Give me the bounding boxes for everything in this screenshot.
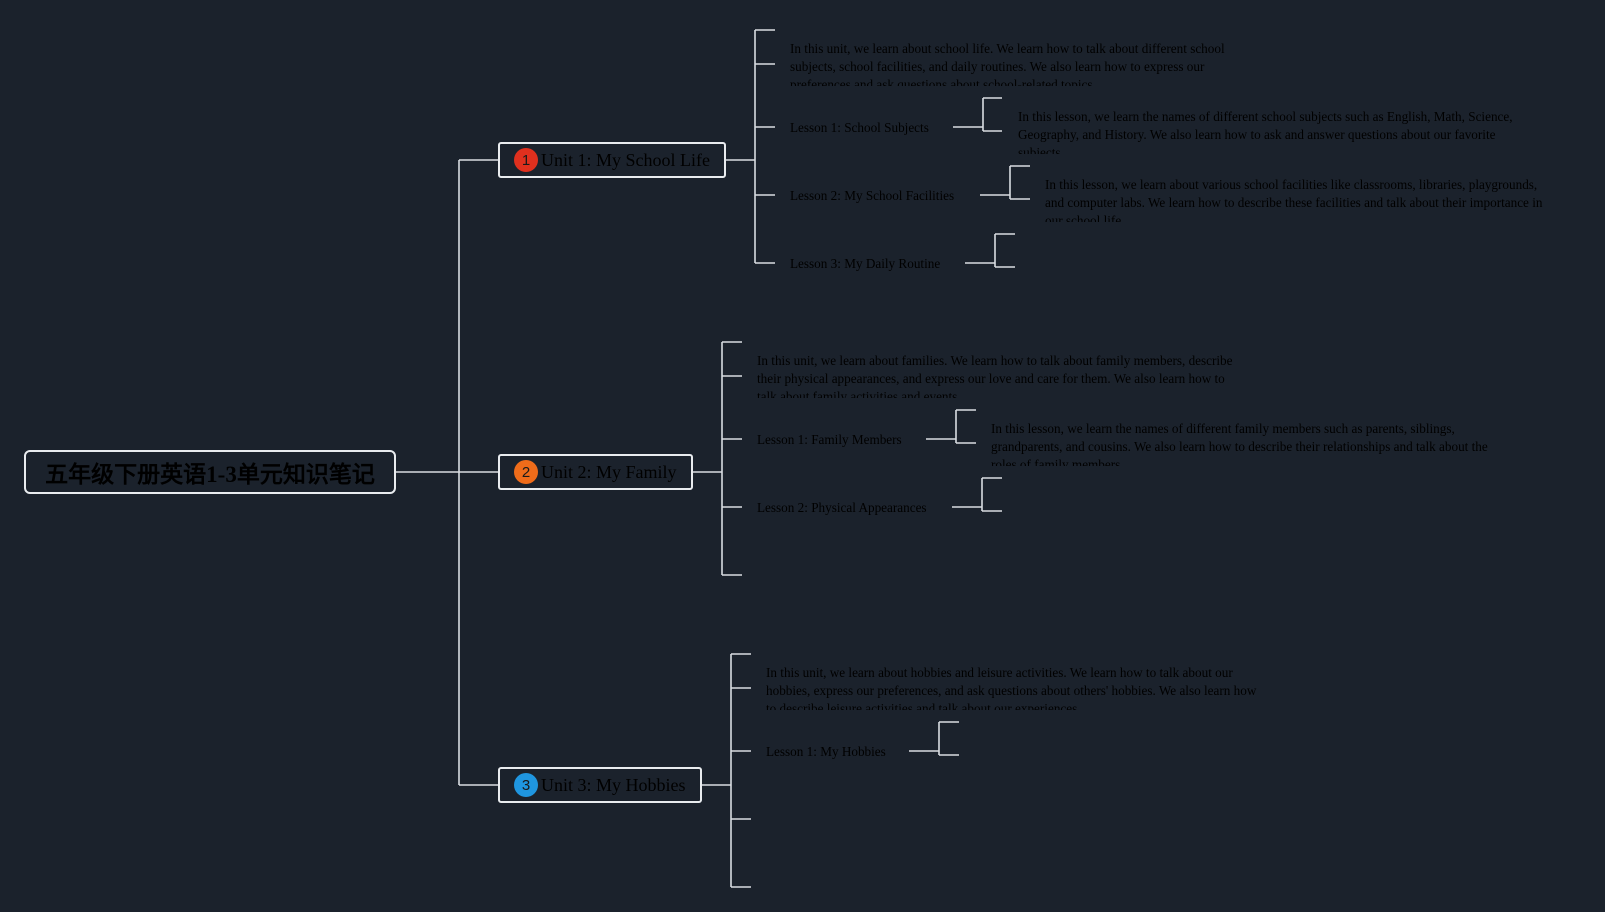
unit-1-summary: In this unit, we learn about school life… (790, 41, 1225, 86)
root-title: 五年级下册英语1-3单元知识笔记 (45, 462, 375, 487)
unit-2-label: Unit 2: My Family (541, 461, 677, 482)
unit-2-lesson-2[interactable]: Lesson 2: Physical Appearances (757, 500, 927, 515)
unit-1-lesson-2[interactable]: Lesson 2: My School Facilities (790, 188, 955, 203)
unit-2-summary: In this unit, we learn about families. W… (757, 353, 1233, 398)
unit-3-lesson-1[interactable]: Lesson 1: My Hobbies (766, 744, 886, 759)
unit-2-topic[interactable]: 2 Unit 2: My Family (498, 454, 693, 490)
unit-3-label: Unit 3: My Hobbies (541, 774, 686, 795)
unit-1-lesson-1-detail: In this lesson, we learn the names of di… (1018, 109, 1513, 154)
unit-3-summary: In this unit, we learn about hobbies and… (766, 665, 1257, 710)
unit-2-lesson-1[interactable]: Lesson 1: Family Members (757, 432, 902, 447)
number-badge-1: 1 (514, 148, 538, 172)
unit-1-lesson-2-detail: In this lesson, we learn about various s… (1045, 177, 1543, 222)
unit-3-topic[interactable]: 3 Unit 3: My Hobbies (498, 767, 702, 803)
unit-1-label: Unit 1: My School Life (541, 149, 710, 170)
unit-2-lesson-1-detail: In this lesson, we learn the names of di… (991, 421, 1488, 466)
unit-1-topic[interactable]: 1 Unit 1: My School Life (498, 142, 726, 178)
root-topic[interactable]: 五年级下册英语1-3单元知识笔记 (24, 450, 396, 494)
unit-1-lesson-1[interactable]: Lesson 1: School Subjects (790, 120, 929, 135)
number-badge-3: 3 (514, 773, 538, 797)
unit-1-lesson-3[interactable]: Lesson 3: My Daily Routine (790, 256, 941, 271)
number-badge-2: 2 (514, 460, 538, 484)
